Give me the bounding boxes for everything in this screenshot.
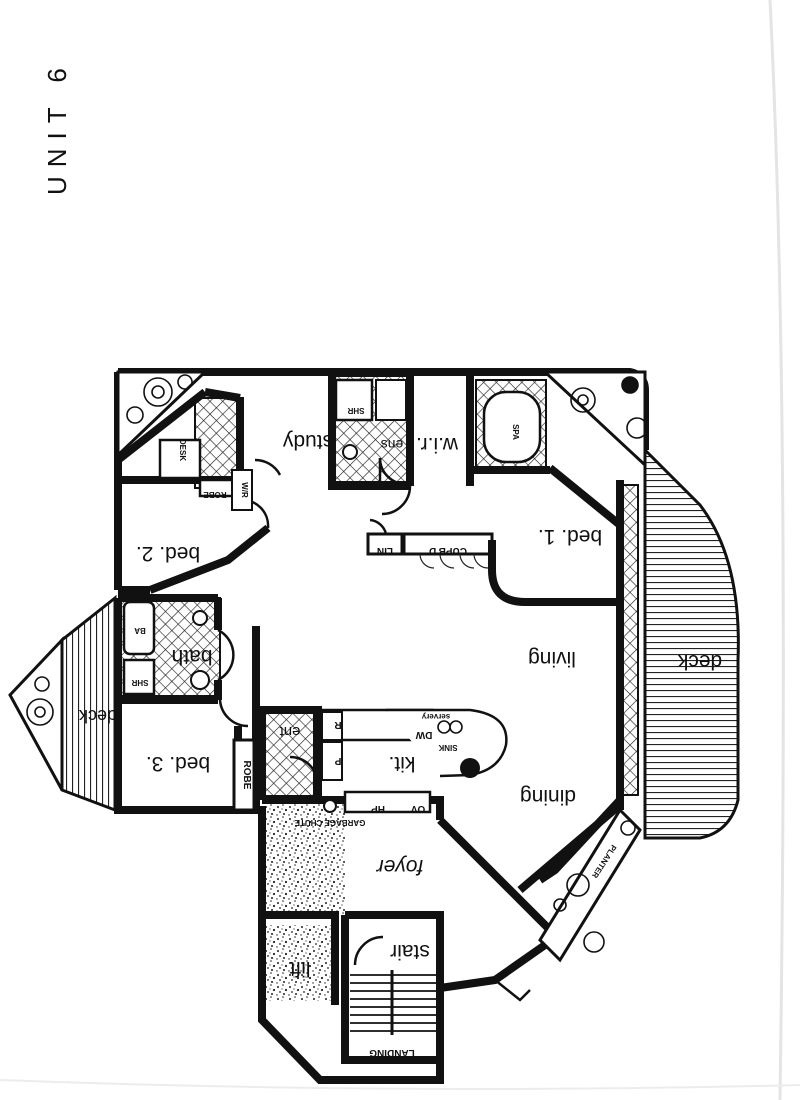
ens-shower: [334, 378, 374, 422]
label-garbage-chute: GARBAGE CHUTE: [294, 818, 365, 827]
label-dw: DW: [415, 729, 432, 740]
label-r: R: [334, 719, 342, 730]
dining-diagonal: [517, 801, 623, 894]
label-foyer: foyer: [376, 855, 424, 878]
sink-icon: [460, 758, 480, 778]
label-wr: W/R: [240, 482, 249, 498]
label-kit: kit.: [389, 752, 416, 775]
ens-basin-icon: [342, 444, 358, 460]
interior-walls: [118, 372, 620, 1064]
cupboard-doors: [419, 553, 489, 569]
label-lin: LIN: [377, 545, 393, 556]
planter-band-ent: [257, 709, 315, 797]
page-edge-shadow: [768, 0, 785, 1100]
page-edge-shadow: [0, 1079, 800, 1090]
planter-corner-topright: [541, 370, 647, 469]
toilet-icon: [190, 670, 210, 690]
wr-unit: [231, 469, 253, 511]
pantry: [321, 741, 343, 781]
label-spa: SPA: [511, 424, 520, 440]
shrub-icons: [26, 374, 648, 953]
diagonal-wall-bed2: [115, 388, 208, 464]
label-sink: SINK: [438, 743, 457, 752]
label-desk: DESK: [178, 439, 187, 461]
label-ens: ens: [381, 437, 404, 453]
label-ov: OV: [410, 803, 425, 814]
oven-hp-bench: [343, 790, 432, 814]
label-robe-bed3: ROBE: [241, 761, 252, 790]
label-study: study: [282, 430, 333, 453]
dishwasher-knob-icon: [449, 720, 463, 734]
deck-main: [643, 446, 740, 840]
label-landing: LANDING: [369, 1047, 415, 1058]
garbage-chute-icon: [323, 799, 337, 813]
foyer-speckle: [262, 800, 345, 915]
label-dining: dining: [520, 785, 576, 808]
label-deck-main: deck: [677, 650, 722, 673]
label-living: living: [528, 647, 576, 670]
dishwasher-knob-icon: [437, 720, 451, 734]
deck-small: [60, 594, 117, 813]
bath-basin-icon: [192, 610, 208, 626]
label-ba: BA: [134, 626, 146, 635]
planter-corner-topleft: [116, 370, 209, 459]
fixture-labels: DESK ROBE W/R SHR SPA BA SHR LIN CUPB'D …: [131, 406, 618, 1058]
bath-shower: [122, 658, 156, 696]
label-servery: servery: [421, 712, 450, 721]
entry-step: [494, 979, 531, 1002]
label-wir: w.i.r.: [416, 433, 459, 456]
label-bed1: bed. 1.: [538, 525, 602, 548]
room-labels: study ens w.i.r. bed. 1. bed. 2. bed. 3.…: [78, 430, 722, 980]
label-shr-ens: SHR: [347, 406, 364, 415]
label-stair: stair: [390, 940, 430, 963]
unit-title: UNIT 6: [42, 59, 72, 195]
label-ent: ent: [279, 723, 301, 740]
label-hp: HP: [371, 803, 385, 814]
lift-speckle: [266, 925, 332, 1001]
label-lift: lift: [289, 957, 310, 980]
label-bath: bath: [172, 645, 213, 668]
bath-tub: [122, 600, 156, 656]
servery-bench: [386, 708, 508, 778]
spa-bath: [482, 390, 542, 464]
label-shr-bath: SHR: [131, 678, 148, 687]
label-robe-bed2: ROBE: [203, 490, 227, 499]
label-bed3: bed. 3.: [146, 752, 210, 775]
stair-treads: [350, 970, 436, 1035]
ens-vanity: [375, 379, 407, 421]
label-deck-small: deck: [78, 706, 117, 726]
fridge-space: [321, 711, 343, 741]
label-bed2: bed. 2.: [136, 542, 200, 565]
label-cupbd: CUPB'D: [429, 545, 467, 556]
foyer-diagonal: [437, 817, 558, 938]
desk-unit: [158, 438, 202, 480]
diagonal-wall-bed1: [547, 464, 623, 529]
label-p: P: [334, 755, 341, 766]
